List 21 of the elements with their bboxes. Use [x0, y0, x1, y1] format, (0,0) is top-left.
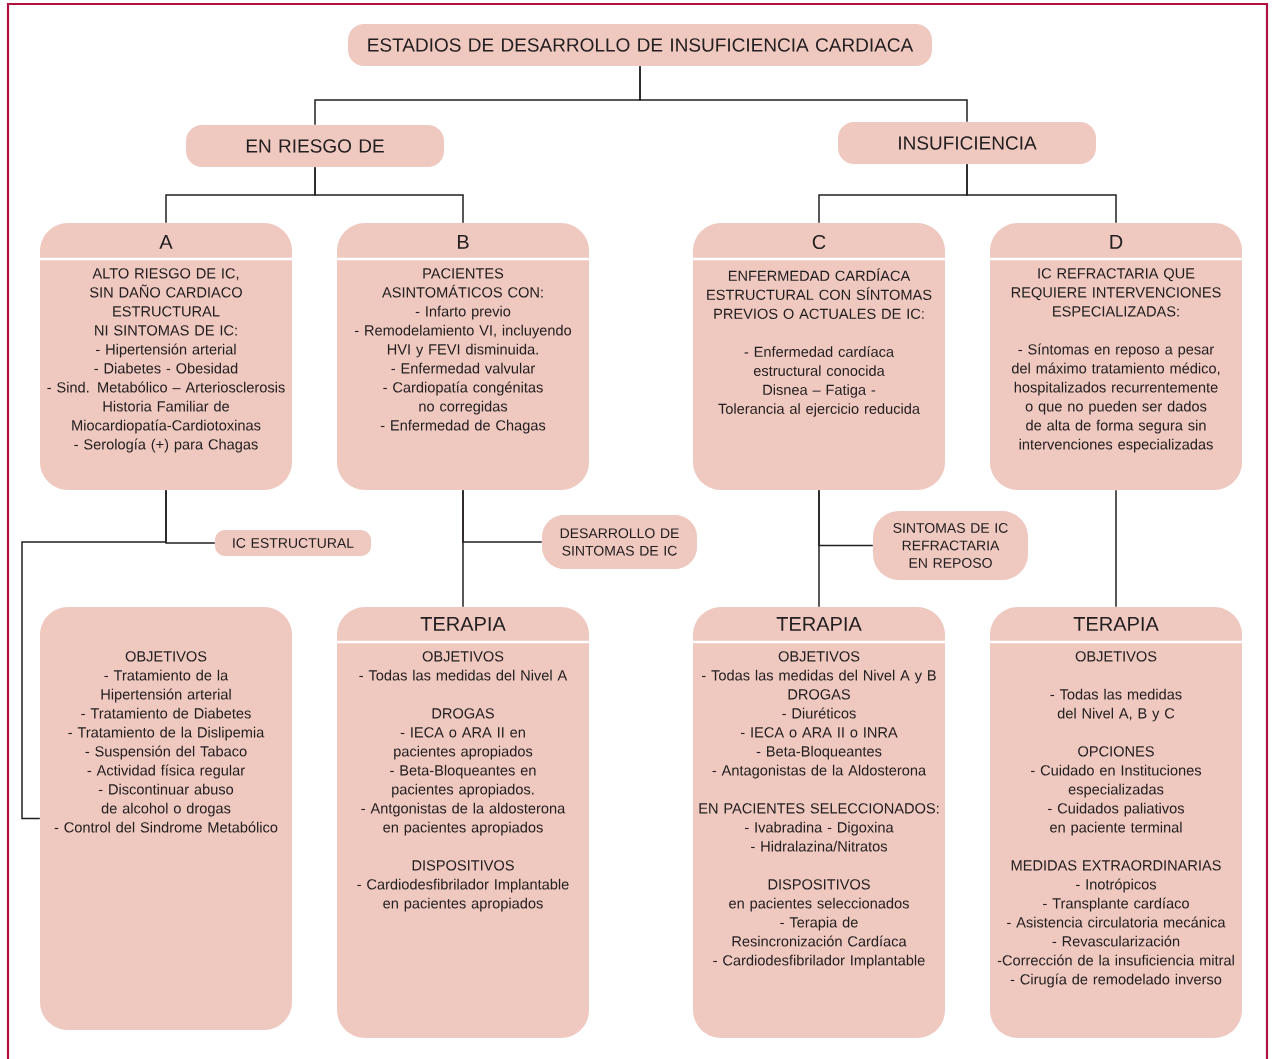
connector-line: [639, 65, 968, 123]
connector-line: [21, 489, 167, 820]
therapy-box: TERAPIA OBJETIVOS - Todas las medidas del Nivel A y B DROGAS - Diuréticos - IECA o ARA II o INRA - Beta-Bloqueantes - Antagonistas de la Aldosterona EN PACIENTES SELECCIONADOS: - Ivabradina - Digoxina - Hidralazina/Nitratos DISPOSITIVOS en pacientes seleccionados - Terapia de Resincronización Cardíaca - Cardiodesfibrilador Implantable: [693, 607, 945, 1038]
connector-line: [966, 163, 1117, 224]
connector-line: [314, 166, 464, 224]
level-box: INSUFICIENCIA: [838, 122, 1096, 164]
therapy-box: TERAPIA OBJETIVOS - Todas las medidas del Nivel A DROGAS - IECA o ARA II en pacientes apropiados - Beta-Bloqueantes en pacientes apropiados. - Antgonistas de la aldosterona en pacientes apropiados DISPOSITIVOS - Cardiodesfibrilador Implantable en pacientes apropiados: [337, 607, 589, 1038]
transition-pill: DESARROLLO DE SINTOMAS DE IC: [542, 515, 697, 569]
level-box: EN RIESGO DE: [186, 125, 444, 167]
stage-box: C ENFERMEDAD CARDÍACA ESTRUCTURAL CON SÍNTOMAS PREVIOS O ACTUALES DE IC: - Enfermedad cardíaca estructural conocida Disnea – Fatiga - Tolerancia al ejercicio reducida: [693, 223, 945, 490]
therapy-box: TERAPIA OBJETIVOS - Todas las medidas del Nivel A, B y C OPCIONES - Cuidado en Instituciones especializadas - Cuidados paliativos en paciente terminal MEDIDAS EXTRAORDINARIAS - Inotrópicos - Transplante cardíaco - Asistencia circulatoria mecánica - Revascularización -Corrección de la insuficiencia mitral - Cirugía de remodelado inverso: [990, 607, 1242, 1038]
stage-box: B PACIENTES ASINTOMÁTICOS CON: - Infarto previo - Remodelamiento VI, incluyendo HVI y FEVI disminuida. - Enfermedad valvular - Cardiopatía congénitas no corregidas - Enfermedad de Chagas: [337, 223, 589, 490]
connector-line: [462, 489, 464, 608]
therapy-box: OBJETIVOS - Tratamiento de la Hipertensión arterial - Tratamiento de Diabetes - Tratamiento de la Dislipemia - Suspensión del Tabaco - Actividad física regular - Discontinuar abuso de alcohol o drogas - Control del Sindrome Metabólico: [40, 607, 292, 1030]
connector-line: [818, 489, 820, 608]
title-box: ESTADIOS DE DESARROLLO DE INSUFICIENCIA CARDIACA: [348, 24, 932, 66]
stage-box: D IC REFRACTARIA QUE REQUIERE INTERVENCIONES ESPECIALIZADAS: - Síntomas en reposo a pesar del máximo tratamiento médico, hospitalizados recurrentemente o que no pueden ser dados de alta de forma segura sin intervenciones especializadas: [990, 223, 1242, 490]
stage-box: A ALTO RIESGO DE IC, SIN DAÑO CARDIACO ESTRUCTURAL NI SINTOMAS DE IC: - Hipertensión arterial - Diabetes - Obesidad - Sind. Metabólico – Arteriosclerosis Historia Familiar de Miocardiopatía-Cardiotoxinas - Serología (+) para Chagas: [40, 223, 292, 490]
transition-pill: SINTOMAS DE IC REFRACTARIA EN REPOSO: [873, 511, 1028, 580]
connector-line: [1115, 489, 1117, 608]
transition-pill: IC ESTRUCTURAL: [215, 530, 371, 556]
